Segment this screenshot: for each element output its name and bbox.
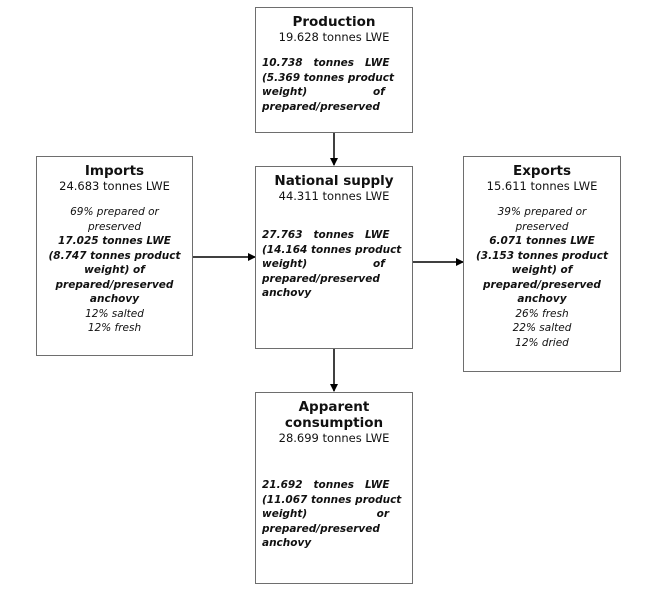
national-supply-detail-line: weight) of <box>262 258 385 270</box>
national-supply-detail-line: prepared/preserved <box>262 272 380 285</box>
production-detail-line: weight) of <box>262 86 385 98</box>
apparent-consumption-title-line1: Apparent <box>298 399 370 415</box>
imports-bold-line: 17.025 tonnes LWE <box>58 235 171 247</box>
imports-total: 24.683 tonnes LWE <box>59 179 170 193</box>
apparent-consumption-detail-line: prepared/preserved <box>262 522 380 535</box>
national-supply-box: National supply 44.311 tonnes LWE 27.763… <box>255 166 413 349</box>
production-box: Production 19.628 tonnes LWE 10.738 tonn… <box>255 7 413 133</box>
national-supply-detail-line: (14.164 tonnes product <box>262 243 402 256</box>
production-detail-line: prepared/preserved <box>262 100 380 113</box>
apparent-consumption-box: Apparent consumption 28.699 tonnes LWE 2… <box>255 392 413 584</box>
apparent-consumption-detail-line: weight) or <box>262 508 390 520</box>
exports-title: Exports <box>512 163 571 179</box>
national-supply-total: 44.311 tonnes LWE <box>278 189 390 203</box>
imports-title: Imports <box>84 163 145 179</box>
exports-detail-prepared-cont: preserved <box>515 220 569 233</box>
apparent-consumption-detail-line: 21.692 tonnes LWE <box>262 479 390 491</box>
national-supply-detail: 27.763 tonnes LWE (14.164 tonnes product… <box>262 228 406 301</box>
exports-detail-prepared: 39% prepared or <box>497 206 587 218</box>
imports-bold-line: anchovy <box>89 293 140 305</box>
apparent-consumption-detail-line: anchovy <box>262 537 312 549</box>
apparent-consumption-title-line2: consumption <box>284 415 384 431</box>
exports-bold-line: 6.071 tonnes LWE <box>489 235 595 247</box>
exports-bold-line: weight) of <box>511 264 573 276</box>
production-title: Production <box>292 14 376 30</box>
exports-bold-line: anchovy <box>517 293 567 305</box>
national-supply-title: National supply <box>274 173 394 189</box>
imports-detail-prepared-cont: preserved <box>87 220 142 233</box>
apparent-consumption-detail-line: (11.067 tonnes product <box>262 493 402 506</box>
exports-bold-detail: 6.071 tonnes LWE (3.153 tonnes product w… <box>464 234 620 307</box>
imports-detail-fresh: 12% fresh <box>87 322 142 334</box>
exports-detail-dried: 12% dried <box>515 336 569 349</box>
national-supply-detail-line: anchovy <box>262 287 312 299</box>
imports-bold-line: (8.747 tonnes product <box>48 249 181 262</box>
production-detail-line: 10.738 tonnes LWE <box>262 57 390 69</box>
exports-detail-salted: 22% salted <box>512 322 572 334</box>
apparent-consumption-detail: 21.692 tonnes LWE (11.067 tonnes product… <box>262 478 406 551</box>
production-detail: 10.738 tonnes LWE (5.369 tonnes product … <box>262 56 406 114</box>
apparent-consumption-total: 28.699 tonnes LWE <box>278 431 390 445</box>
exports-box: Exports 15.611 tonnes LWE 39% prepared o… <box>463 156 621 372</box>
imports-detail-salted: 12% salted <box>85 307 144 320</box>
national-supply-detail-line: 27.763 tonnes LWE <box>262 229 390 241</box>
production-total: 19.628 tonnes LWE <box>278 30 390 44</box>
exports-detail-fresh: 26% fresh <box>515 307 569 320</box>
exports-bold-line: prepared/preserved <box>483 278 601 291</box>
exports-total: 15.611 tonnes LWE <box>486 179 598 193</box>
imports-box: Imports 24.683 tonnes LWE 69% prepared o… <box>36 156 193 356</box>
imports-detail-prepared: 69% prepared or <box>70 206 159 218</box>
imports-bold-line: prepared/preserved <box>55 278 174 291</box>
production-detail-line: (5.369 tonnes product <box>262 71 395 84</box>
imports-bold-line: weight) of <box>84 264 145 276</box>
imports-bold-detail: 17.025 tonnes LWE (8.747 tonnes product … <box>37 234 192 307</box>
exports-bold-line: (3.153 tonnes product <box>475 249 609 262</box>
